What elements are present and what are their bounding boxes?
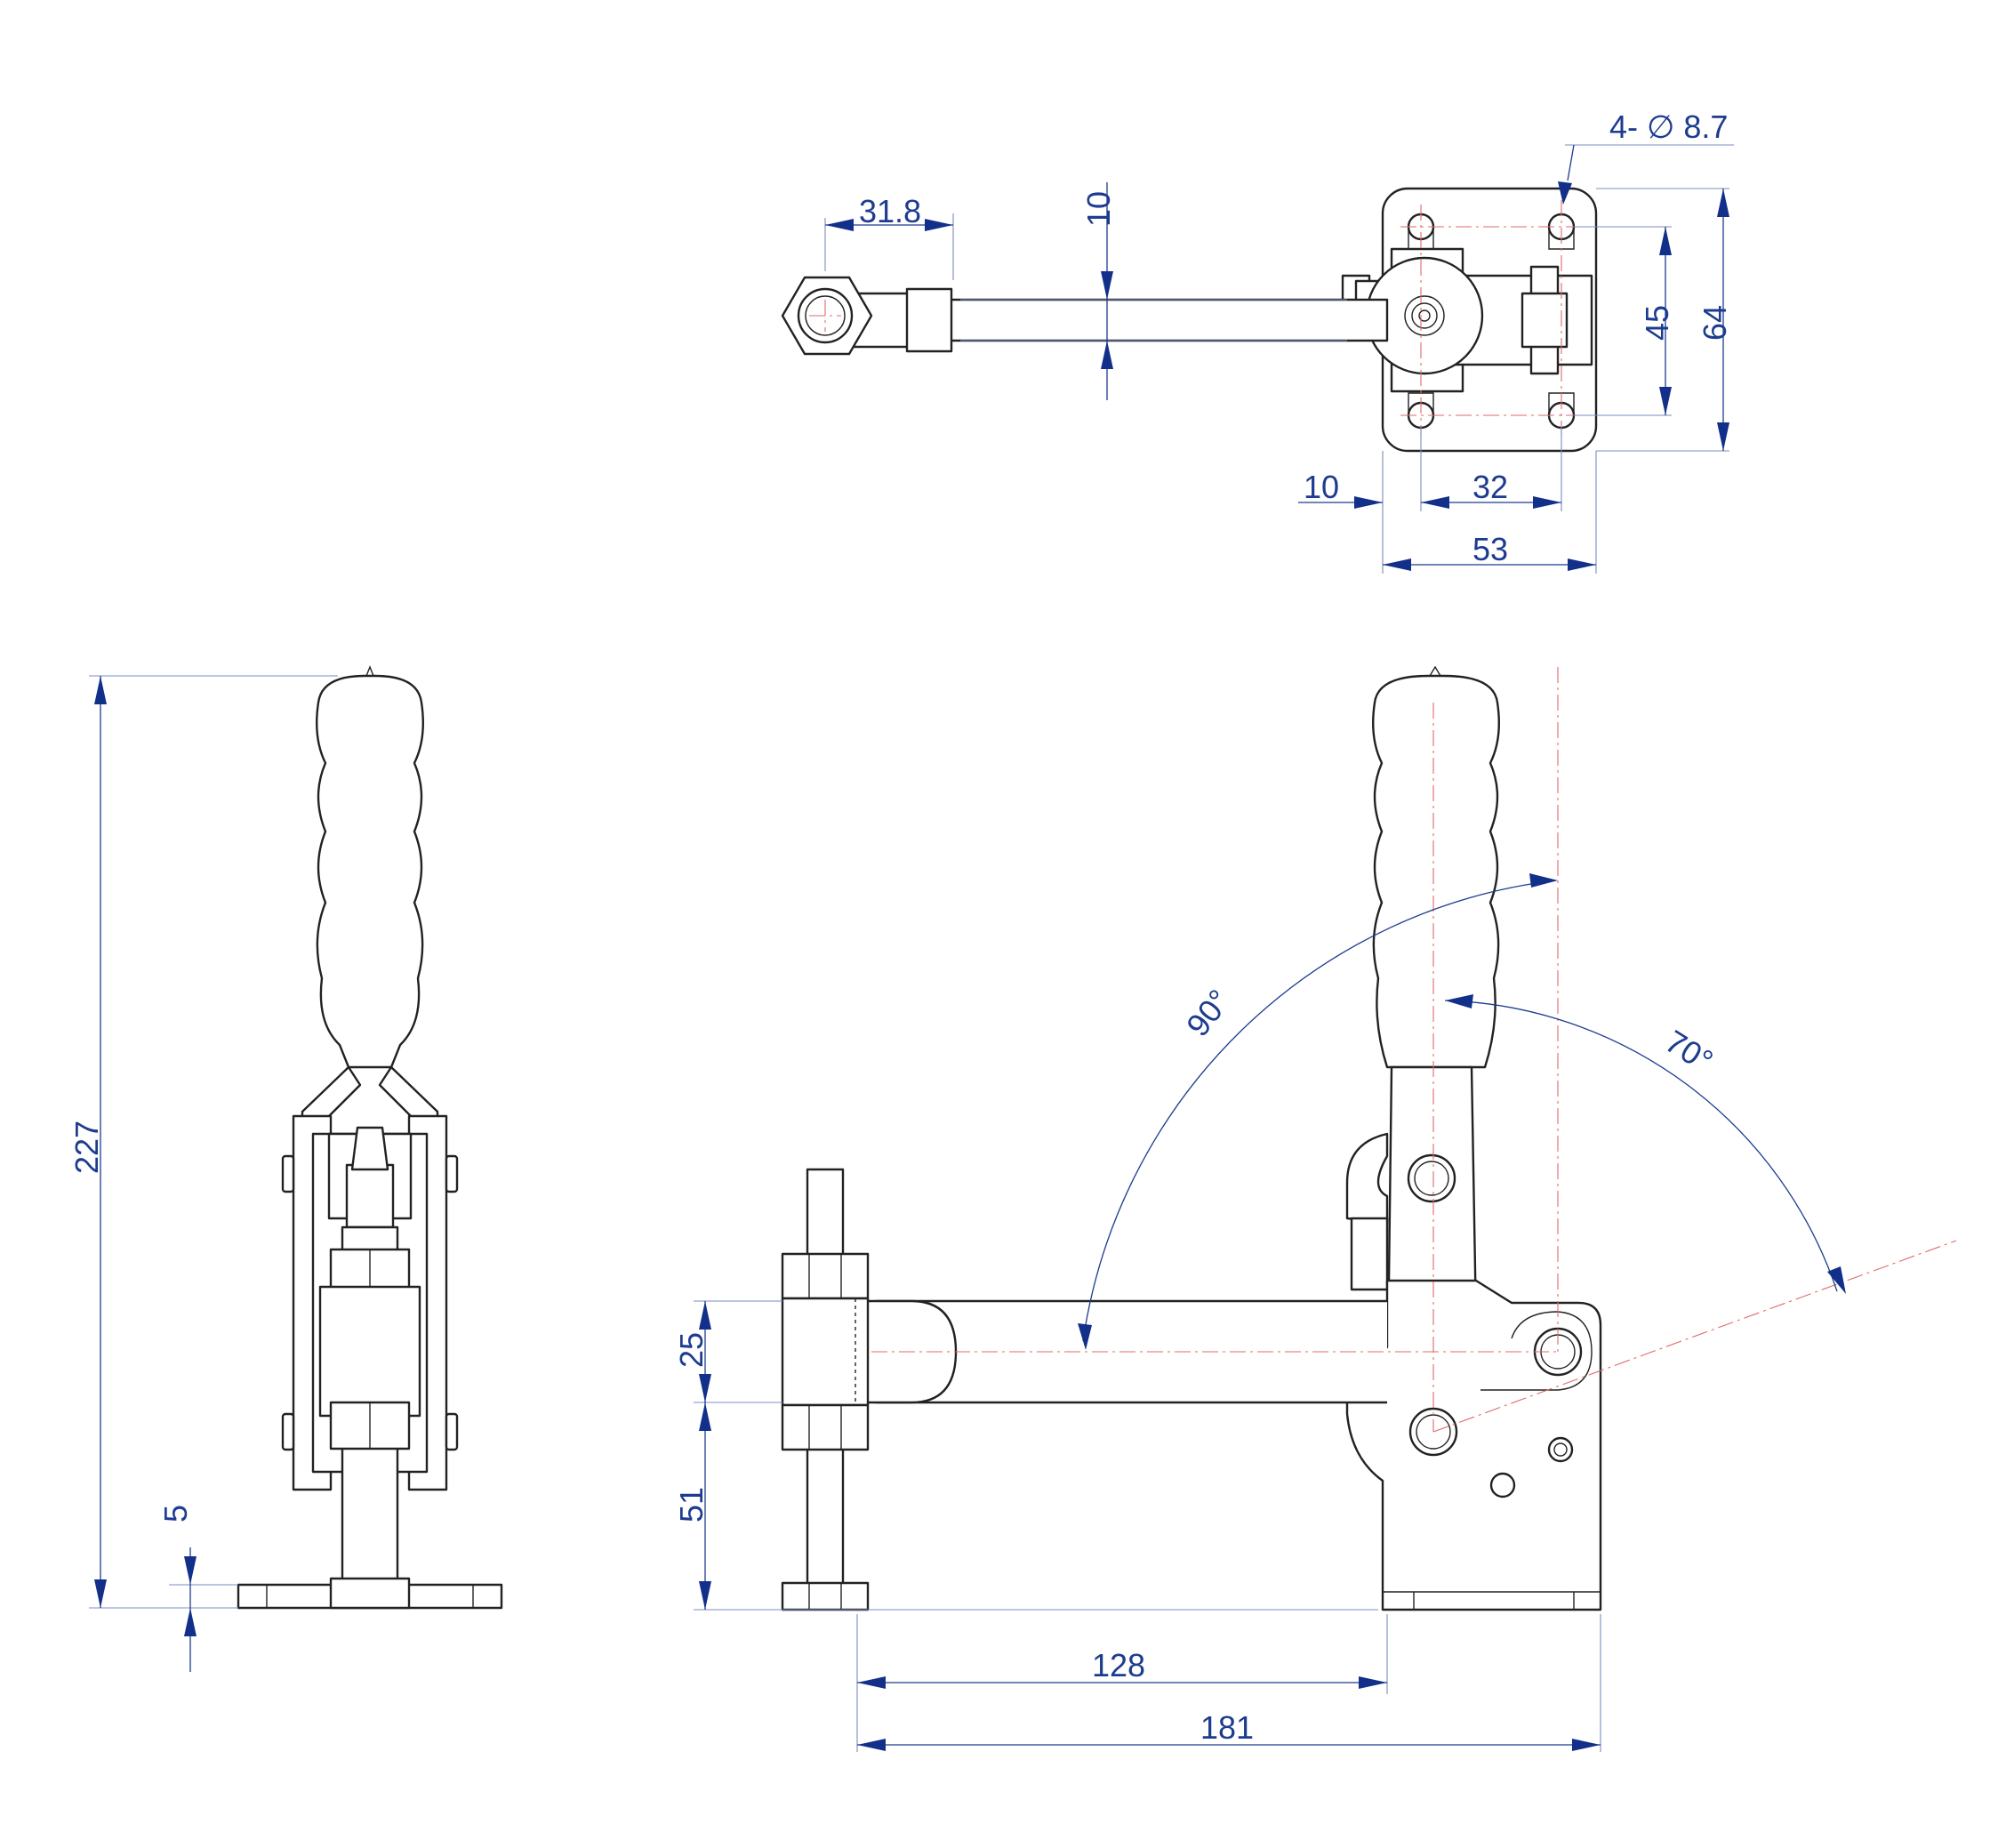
label-spindle-height: 51 [673, 1487, 710, 1523]
label-hole-spec: 4- ∅ 8.7 [1609, 108, 1728, 145]
label-overall-length: 181 [1200, 1709, 1254, 1746]
label-edge-to-hole: 10 [1304, 469, 1339, 505]
pivot-pin [1407, 1153, 1456, 1203]
side-view [237, 665, 503, 1610]
label-overall-height: 227 [68, 1121, 105, 1174]
label-base-height: 64 [1697, 305, 1733, 341]
dimension-lines [89, 144, 1846, 1752]
label-open-angle-handle: 90° [1179, 983, 1238, 1043]
handle-grip-side [316, 674, 424, 1069]
top-view [781, 187, 1598, 453]
label-base-width: 53 [1472, 531, 1508, 567]
label-spindle-reach: 128 [1092, 1647, 1145, 1683]
label-hole-pitch-vertical: 45 [1639, 305, 1675, 341]
label-arm-offset: 31.8 [859, 193, 921, 229]
label-arm-height: 25 [673, 1332, 710, 1368]
handle-grip-front [1372, 674, 1500, 1069]
label-hole-pitch-horizontal: 32 [1472, 469, 1508, 505]
label-arm-width: 10 [1080, 191, 1117, 227]
label-base-thickness: 5 [157, 1505, 194, 1523]
front-view [781, 665, 1957, 1611]
